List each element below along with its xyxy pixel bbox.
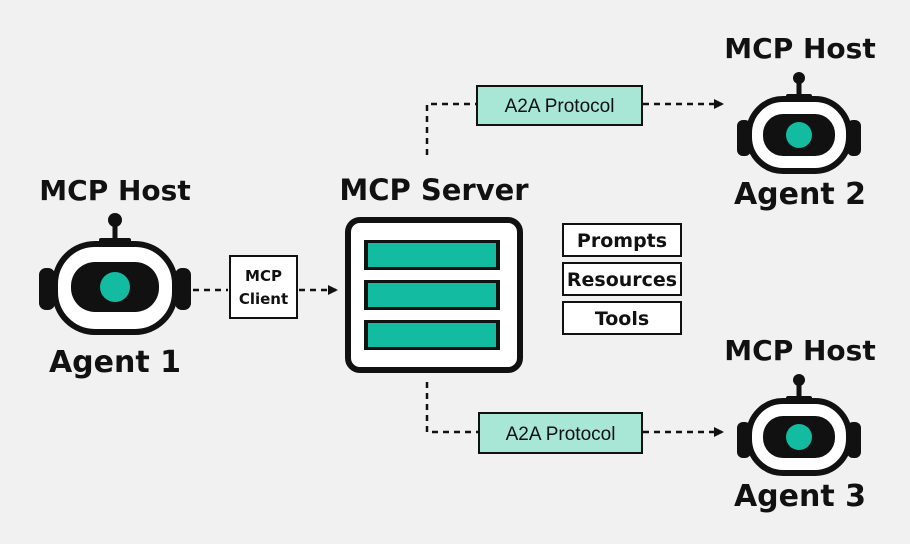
a2a-protocol-bottom-label: A2A Protocol (506, 424, 616, 445)
agent2-robot-icon (737, 72, 861, 171)
server-icon (345, 217, 523, 373)
capability-resources-label: Resources (567, 269, 677, 291)
mcp-client-box (229, 255, 298, 319)
capability-prompts-box (562, 223, 682, 257)
capability-resources-box (562, 262, 682, 296)
agent3-name-label: Agent 3 (734, 479, 866, 514)
a2a-protocol-bottom-box (478, 412, 643, 454)
capability-prompts-label: Prompts (577, 230, 667, 252)
capability-tools-label: Tools (595, 308, 649, 330)
agent1-host-label: MCP Host (39, 174, 190, 207)
mcp-client-line1: MCP (245, 267, 282, 285)
agent1-robot-icon (39, 213, 191, 332)
agent1-name-label: Agent 1 (49, 345, 181, 380)
mcp-client-line2: Client (239, 290, 288, 308)
agent2-name-label: Agent 2 (734, 177, 866, 212)
bottom-connector (425, 382, 478, 434)
agent2-host-label: MCP Host (724, 32, 875, 65)
agent3-host-label: MCP Host (724, 334, 875, 367)
server-title: MCP Server (339, 173, 529, 207)
a2a-protocol-top-label: A2A Protocol (505, 96, 615, 117)
agent3-robot-icon (737, 374, 861, 473)
capability-tools-box (562, 301, 682, 335)
top-connector (425, 102, 476, 155)
a2a-protocol-top-box (476, 85, 643, 126)
